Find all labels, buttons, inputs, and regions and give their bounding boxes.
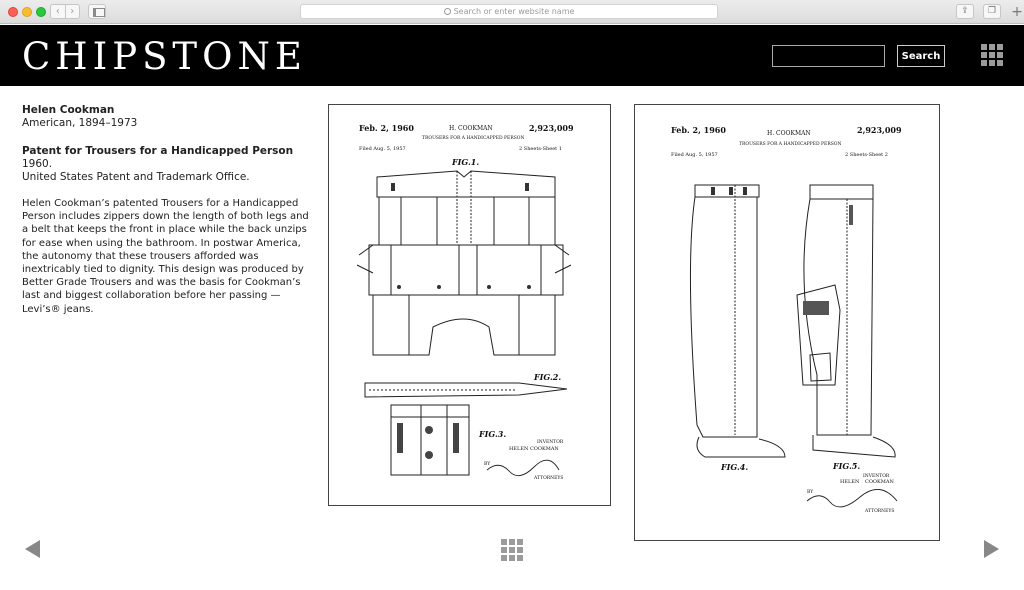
sheet1-by: BY (484, 461, 491, 467)
zoom-window-icon[interactable] (36, 7, 46, 17)
sheet1-title: TROUSERS FOR A HANDICAPPED PERSON (422, 135, 524, 141)
browser-toolbar: ‹ › Search or enter website name ⇪ ❐ + (0, 0, 1024, 24)
patent-sheet-2-image[interactable]: Feb. 2, 1960 H. COOKMAN 2,923,009 TROUSE… (634, 104, 940, 541)
fig3-label: FIG.3. (478, 429, 506, 439)
share-icon[interactable]: ⇪ (956, 4, 974, 19)
minimize-window-icon[interactable] (22, 7, 32, 17)
patent-sheet-1-image[interactable]: Feb. 2, 1960 H. COOKMAN 2,923,009 TROUSE… (328, 104, 611, 506)
tabs-overview-icon[interactable]: ❐ (983, 4, 1001, 19)
close-window-icon[interactable] (8, 7, 18, 17)
grid-menu-icon[interactable] (981, 44, 1003, 66)
back-icon[interactable]: ‹ (55, 6, 60, 17)
sheet1-inventor-label: INVENTOR (537, 439, 564, 445)
fig4-label: FIG.4. (720, 462, 748, 472)
search-input[interactable] (772, 45, 885, 67)
fig2-label: FIG.2. (533, 372, 561, 382)
fig5-label: FIG.5. (832, 461, 860, 471)
address-placeholder: Search or enter website name (453, 7, 575, 16)
sheet2-number: 2,923,009 (857, 125, 902, 135)
sheet2-inventor-last: COOKMAN (865, 479, 894, 485)
fig1-label: FIG.1. (451, 157, 479, 167)
search-button[interactable]: Search (897, 45, 945, 67)
sheet1-filed: Filed Aug. 5, 1957 (359, 146, 406, 152)
object-info: Helen Cookman American, 1894–1973 Patent… (22, 104, 312, 316)
sheet1-inventor: H. COOKMAN (449, 125, 493, 132)
attorney-signature (486, 459, 560, 477)
sidebar-toggle-icon[interactable] (88, 4, 106, 19)
artist-name: Helen Cookman (22, 104, 115, 116)
search-icon (443, 8, 451, 15)
arrow-right-icon[interactable] (984, 540, 999, 558)
address-bar[interactable]: Search or enter website name (300, 4, 718, 19)
attorney-signature-2 (806, 489, 898, 508)
sheet1-attorneys: ATTORNEYS (533, 475, 563, 481)
forward-icon[interactable]: › (64, 5, 80, 18)
sheet1-date: Feb. 2, 1960 (359, 123, 414, 133)
object-maker: United States Patent and Trademark Offic… (22, 171, 250, 183)
sheet1-sheets: 2 Sheets-Sheet 1 (519, 146, 562, 152)
sheet1-inventor-name: HELEN COOKMAN (509, 446, 559, 452)
site-header: CHIPSTONE Search (0, 25, 1024, 86)
object-date: 1960. (22, 158, 53, 170)
sheet2-inventor-label: INVENTOR (863, 473, 890, 479)
site-logo[interactable]: CHIPSTONE (22, 35, 307, 78)
sheet2-sheets: 2 Sheets-Sheet 2 (845, 152, 888, 158)
new-tab-icon[interactable]: + (1011, 4, 1023, 20)
sheet2-inventor: H. COOKMAN (767, 130, 811, 137)
sheet2-filed: Filed Aug. 5, 1957 (671, 152, 718, 158)
sheet2-date: Feb. 2, 1960 (671, 125, 726, 135)
sheet2-inventor-first: HELEN (840, 479, 860, 485)
back-forward-buttons: ‹ › (50, 4, 80, 19)
object-description: Helen Cookman’s patented Trousers for a … (22, 198, 309, 315)
arrow-left-icon[interactable] (25, 540, 40, 558)
grid-gallery-icon[interactable] (501, 539, 523, 561)
sheet2-attorneys: ATTORNEYS (864, 508, 894, 514)
patent-sheet-2-drawing: Feb. 2, 1960 H. COOKMAN 2,923,009 TROUSE… (671, 125, 902, 514)
artist-nationality: American, 1894–1973 (22, 117, 138, 129)
sheet2-by: BY (807, 489, 814, 495)
object-title: Patent for Trousers for a Handicapped Pe… (22, 145, 294, 157)
patent-sheet-1-drawing: Feb. 2, 1960 H. COOKMAN 2,923,009 TROUSE… (356, 123, 574, 481)
sheet1-number: 2,923,009 (529, 123, 574, 133)
sheet2-title: TROUSERS FOR A HANDICAPPED PERSON (739, 141, 841, 147)
